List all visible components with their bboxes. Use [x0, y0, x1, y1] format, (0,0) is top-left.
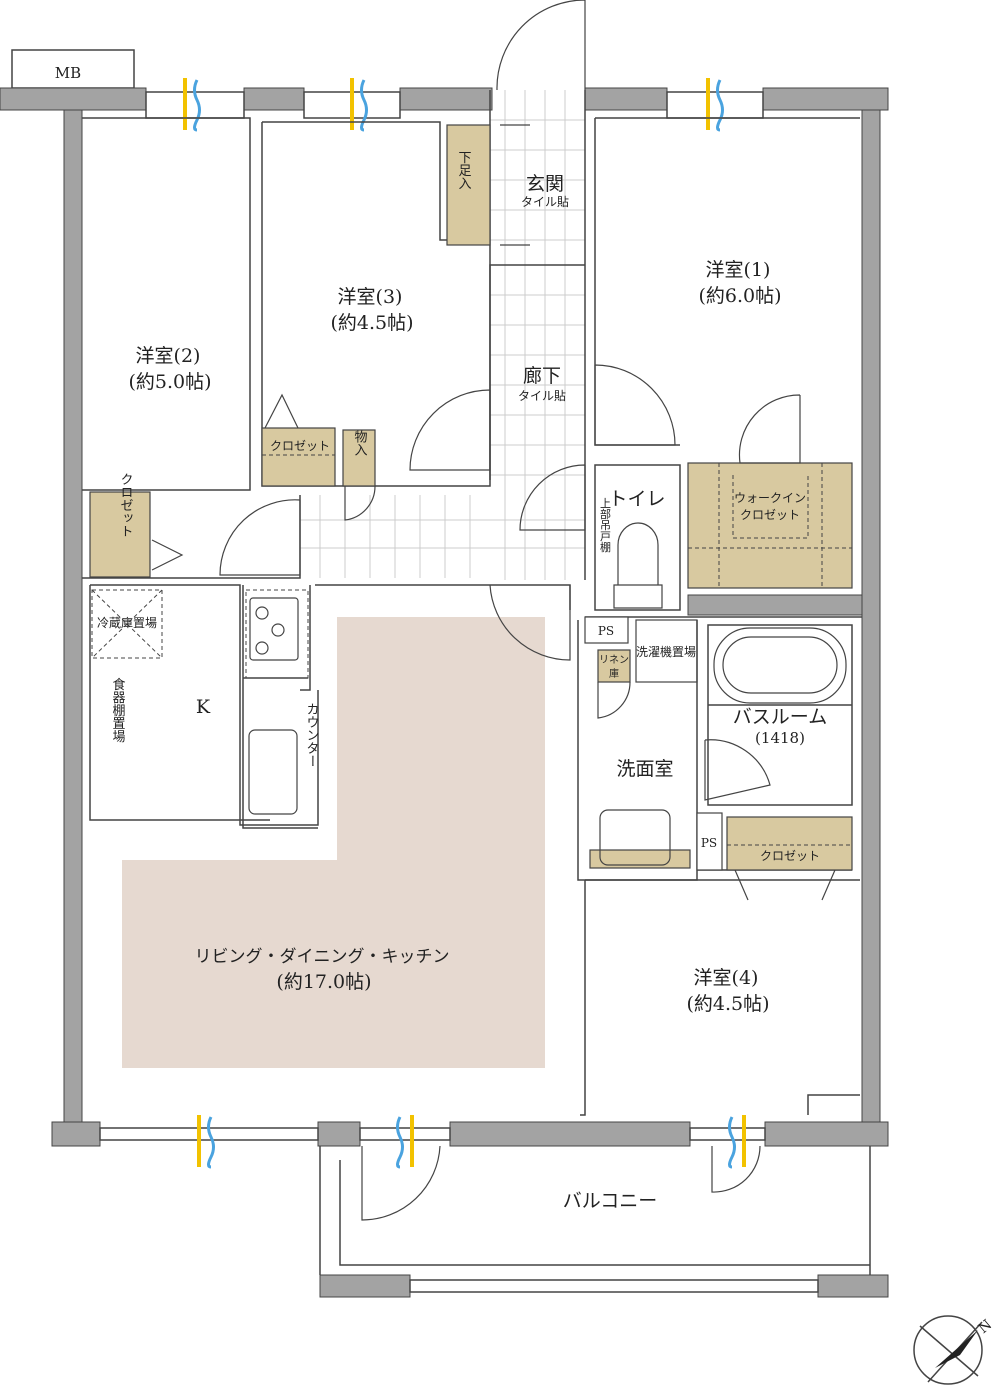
room1-label: 洋室(1) [706, 259, 771, 281]
hall-label: 廊下 [523, 365, 561, 387]
entrance-sub: タイル貼 [521, 194, 569, 209]
fixtures [248, 522, 847, 871]
storage-room3 [342, 429, 376, 487]
ps-label-2: PS [701, 836, 717, 850]
tile-floor [300, 90, 585, 580]
door-swings [151, 0, 836, 1221]
room4-label: 洋室(4) [694, 967, 759, 989]
room4-size: (約4.5帖) [686, 993, 769, 1015]
mb-box [11, 49, 135, 89]
entrance-label: 玄関 [526, 173, 564, 195]
walk-in-closet [687, 462, 853, 589]
room1-size: (約6.0帖) [698, 285, 781, 307]
ventilation-icons [183, 78, 746, 1169]
shoe-cabinet-label: 下足入 [456, 151, 472, 190]
vanity-shelf [589, 849, 691, 869]
walls [0, 87, 889, 1298]
bath-size: (1418) [755, 729, 805, 747]
toilet-shelf-label: 上部吊戸棚 [599, 497, 612, 553]
linen-label-2: 庫 [609, 667, 619, 680]
closet-dashes [91, 454, 852, 846]
wic-label-1: ウォークイン [734, 491, 806, 505]
closet-room3 [261, 427, 336, 487]
linen-closet [597, 649, 631, 683]
ldk-size: (約17.0帖) [276, 971, 371, 993]
room3-size: (約4.5帖) [330, 312, 413, 334]
ps-label-1: PS [598, 624, 614, 638]
room2-size: (約5.0帖) [128, 371, 211, 393]
wash-room-label: 洗面室 [616, 758, 673, 780]
toilet-label: トイレ [608, 488, 665, 510]
wic-label-2: クロゼット [740, 508, 800, 522]
bath-label: バスルーム [733, 706, 827, 728]
closet-room2-label: クロゼット [118, 473, 134, 538]
closet-room3-label: クロゼット [270, 439, 330, 453]
kitchen-label: K [196, 696, 211, 718]
north-compass-icon: N [913, 1315, 995, 1385]
room3-label: 洋室(3) [338, 286, 403, 308]
fridge-label: 冷蔵庫置場 [97, 616, 157, 630]
closet-room2 [89, 491, 151, 578]
balcony-label: バルコニー [563, 1190, 658, 1212]
shoe-cabinet [446, 124, 491, 246]
laundry-label: 洗濯機置場 [636, 644, 696, 659]
ldk-label: リビング・ダイニング・キッチン [195, 947, 450, 967]
room2-label: 洋室(2) [136, 345, 201, 367]
counter-label: カウンター [304, 703, 319, 768]
storage-label: 物入 [352, 430, 368, 456]
closet-wash [726, 816, 853, 871]
ldk-floor [122, 617, 545, 1068]
hall-sub: タイル貼 [518, 388, 566, 403]
closet-wash-label: クロゼット [760, 849, 820, 863]
cupboard-label: 食器棚置場 [110, 677, 126, 743]
linen-label-1: リネン [599, 654, 629, 666]
mb-label: MB [55, 64, 81, 82]
